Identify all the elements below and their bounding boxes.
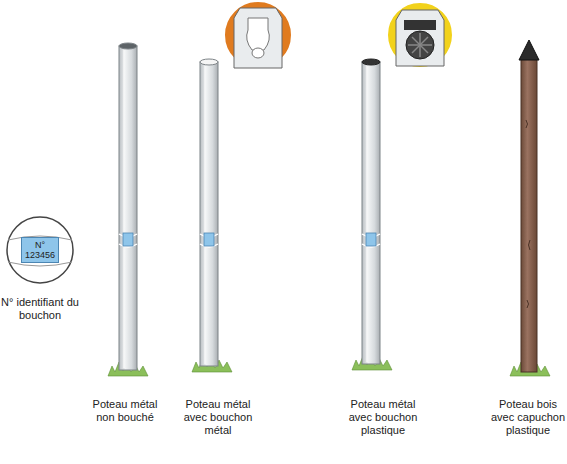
metal-pole-plastic-cap: [362, 59, 380, 364]
wood-pole-plastic-cap: [519, 40, 539, 372]
metal-pole-metal-cap: [200, 59, 218, 366]
tag-number: N° 123456: [24, 240, 56, 261]
pole-caption: Poteau métal avec bouchon plastique: [342, 398, 424, 437]
pole-caption: Poteau bois avec capuchon plastique: [486, 398, 567, 437]
tag-inset: [7, 217, 73, 283]
metal-cap-inset: [224, 1, 292, 69]
grass: [108, 356, 550, 376]
tag-caption: N° identifiant du bouchon: [0, 296, 82, 322]
plastic-cap-inset: [387, 2, 453, 68]
pole-caption: Poteau métal non bouché: [84, 398, 166, 424]
pole-caption: Poteau métal avec bouchon métal: [177, 398, 259, 437]
metal-pole-open: [119, 43, 137, 370]
id-tag: N° 123456: [21, 237, 59, 264]
